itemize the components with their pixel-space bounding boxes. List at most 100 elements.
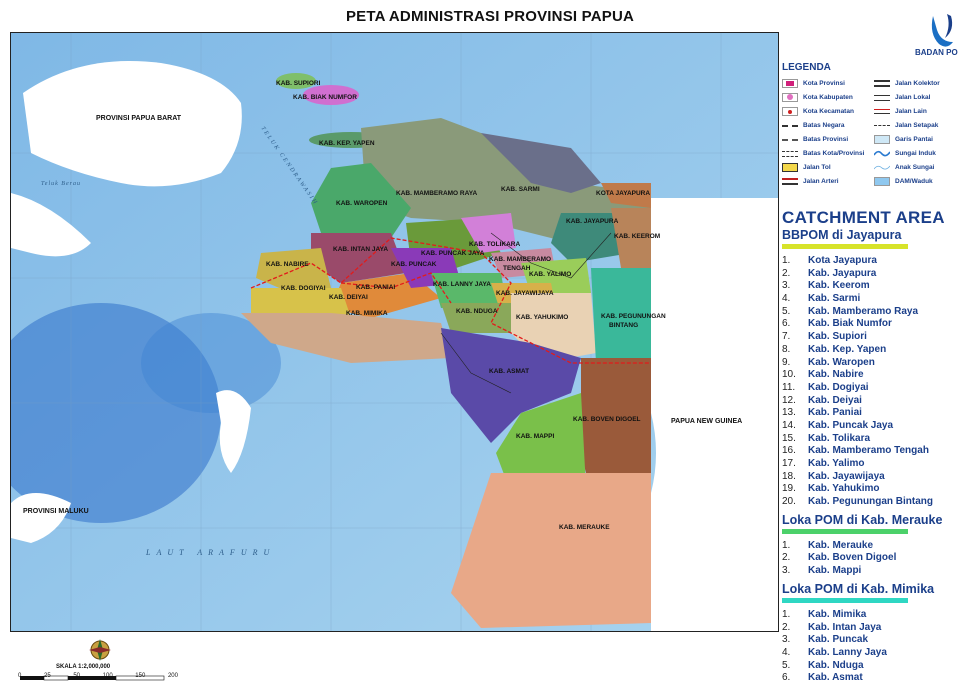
legend-item: Jalan Kolektor — [874, 77, 954, 90]
waropen-region — [311, 163, 411, 238]
scale-tick: 25 — [43, 673, 51, 679]
legend-item: Sungai Induk — [873, 147, 954, 160]
logo-text: BADAN PO — [915, 48, 958, 57]
list-item: 7.Kab. Supiori — [782, 331, 867, 343]
deep-sea-area-2 — [141, 313, 281, 413]
legend-grid: Kota Provinsi Jalan Kolektor Kota Kabupa… — [782, 77, 959, 188]
label-mimika: KAB. MIMIKA — [346, 310, 388, 317]
scale-tick: 200 — [167, 673, 178, 679]
keerom-region — [611, 208, 651, 268]
province-map[interactable]: KAB. SUPIORI KAB. BIAK NUMFOR KAB. KEP. … — [11, 33, 778, 631]
list-item: 13.Kab. Paniai — [782, 407, 862, 419]
legend-item: Kota Provinsi — [782, 77, 874, 90]
label-jayapura: KAB. JAYAPURA — [566, 218, 619, 225]
supiori-region — [276, 73, 316, 89]
section-bar-merauke — [782, 528, 908, 534]
asmat-region — [441, 328, 581, 443]
label-deiyai: KAB. DEIYAI — [329, 294, 368, 301]
label-keerom: KAB. KEEROM — [614, 233, 660, 240]
list-item: 9.Kab. Waropen — [782, 356, 875, 368]
label-intan-jaya: KAB. INTAN JAYA — [333, 246, 388, 253]
list-item: 4.Kab. Lanny Jaya — [782, 646, 887, 658]
boven-digoel-region — [581, 358, 651, 493]
line-icon — [874, 80, 890, 87]
sarmi-region — [481, 133, 601, 193]
list-item: 3.Kab. Keerom — [782, 280, 870, 292]
label-merauke: KAB. MERAUKE — [559, 524, 610, 531]
legend-item: Jalan Tol — [782, 161, 874, 174]
list-item: 6.Kab. Asmat — [782, 672, 863, 684]
list-merauke: 1.Kab. Merauke 2.Kab. Boven Digoel 3.Kab… — [782, 540, 959, 578]
pink-square-icon — [782, 79, 798, 88]
label-nduga: KAB. NDUGA — [456, 308, 498, 315]
section-title-merauke: Loka POM di Kab. Merauke — [782, 512, 943, 527]
label-yapen: KAB. KEP. YAPEN — [319, 140, 375, 147]
river-icon — [873, 163, 891, 172]
section-title-mimika: Loka POM di Kab. Mimika — [782, 581, 935, 596]
tolikara-region — [461, 213, 516, 253]
label-jayawijaya: KAB. JAYAWIJAYA — [496, 290, 554, 297]
label-mamberamo-tengah-1: KAB. MAMBERAMO — [489, 256, 551, 263]
line-icon — [874, 125, 890, 130]
catchment-title: CATCHMENT AREA — [782, 208, 945, 227]
label-kota-jayapura: KOTA JAYAPURA — [596, 190, 650, 197]
nduga-region — [441, 303, 521, 333]
legend-item: Batas Kota/Provinsi — [782, 147, 874, 160]
lanny-jaya-region — [431, 273, 506, 308]
legend-item: Garis Pantai — [874, 133, 954, 146]
legend-item: Jalan Arteri — [782, 175, 874, 188]
section-bar-mimika — [782, 597, 908, 603]
label-yalimo: KAB. YALIMO — [529, 271, 571, 278]
list-item: 6.Kab. Biak Numfor — [782, 318, 892, 330]
compass-icon — [20, 639, 165, 681]
list-item: 1.Kab. Merauke — [782, 539, 874, 551]
list-item: 11.Kab. Dogiyai — [782, 381, 869, 393]
legend-panel: LEGENDA Kota Provinsi Jalan Kolektor Kot… — [782, 62, 959, 188]
label-puncak-jaya: KAB. PUNCAK JAYA — [421, 250, 485, 257]
list-item: 10.Kab. Nabire — [782, 369, 864, 381]
scale-ticks: 0 25 50 100 150 200 — [18, 673, 178, 679]
legend-item: Kota Kabupaten — [782, 91, 874, 104]
list-item: 15.Kab. Tolikara — [782, 432, 871, 444]
list-item: 14.Kab. Puncak Jaya — [782, 419, 894, 431]
dash-line-icon — [782, 125, 798, 130]
label-nabire: KAB. NABIRE — [266, 261, 309, 268]
logo-icon — [931, 14, 953, 47]
list-item: 1.Kab. Mimika — [782, 608, 867, 620]
legend-item: Anak Sungai — [873, 161, 954, 174]
road-icon — [782, 163, 798, 172]
papua-barat-south — [11, 193, 91, 257]
line-icon — [874, 94, 890, 101]
list-item: 16.Kab. Mamberamo Tengah — [782, 445, 929, 457]
legend-item: DAM/Waduk — [874, 175, 954, 188]
list-item: 8.Kab. Kep. Yapen — [782, 343, 887, 355]
pegunungan-bintang-region — [591, 268, 651, 363]
list-item: 2.Kab. Jayapura — [782, 267, 877, 279]
label-papua-barat: PROVINSI PAPUA BARAT — [96, 115, 182, 122]
label-teluk: Teluk Berau — [41, 181, 81, 187]
label-yahukimo: KAB. YAHUKIMO — [516, 314, 568, 321]
agency-logo — [925, 12, 959, 54]
label-laut-arafuru: LAUT ARAFURU — [145, 548, 275, 557]
legend-item: Jalan Setapak — [874, 119, 954, 132]
dash-line-icon — [782, 139, 798, 144]
page-title: PETA ADMINISTRASI PROVINSI PAPUA — [345, 8, 635, 25]
list-item: 20.Kab. Pegunungan Bintang — [782, 496, 933, 508]
list-item: 18.Kab. Jayawijaya — [782, 470, 885, 482]
legend-item: Jalan Lain — [874, 105, 954, 118]
scale-tick: 150 — [135, 673, 146, 679]
list-item: 5.Kab. Nduga — [782, 659, 864, 671]
label-maluku: PROVINSI MALUKU — [23, 508, 89, 515]
papua-barat-region — [23, 61, 242, 187]
label-pegunungan-1: KAB. PEGUNUNGAN — [601, 313, 666, 320]
label-mappi: KAB. MAPPI — [516, 433, 554, 440]
label-pegunungan-2: BINTANG — [609, 322, 638, 329]
scale-tick: 100 — [102, 673, 113, 679]
legend-item: Batas Negara — [782, 119, 874, 132]
island-south — [216, 390, 251, 473]
label-lanny-jaya: KAB. LANNY JAYA — [433, 281, 491, 288]
list-item: 12.Kab. Deiyai — [782, 394, 862, 406]
map-frame[interactable]: KAB. SUPIORI KAB. BIAK NUMFOR KAB. KEP. … — [10, 32, 779, 632]
label-tolikara: KAB. TOLIKARA — [469, 241, 520, 248]
label-mamberamo-tengah-2: TENGAH — [503, 265, 531, 272]
